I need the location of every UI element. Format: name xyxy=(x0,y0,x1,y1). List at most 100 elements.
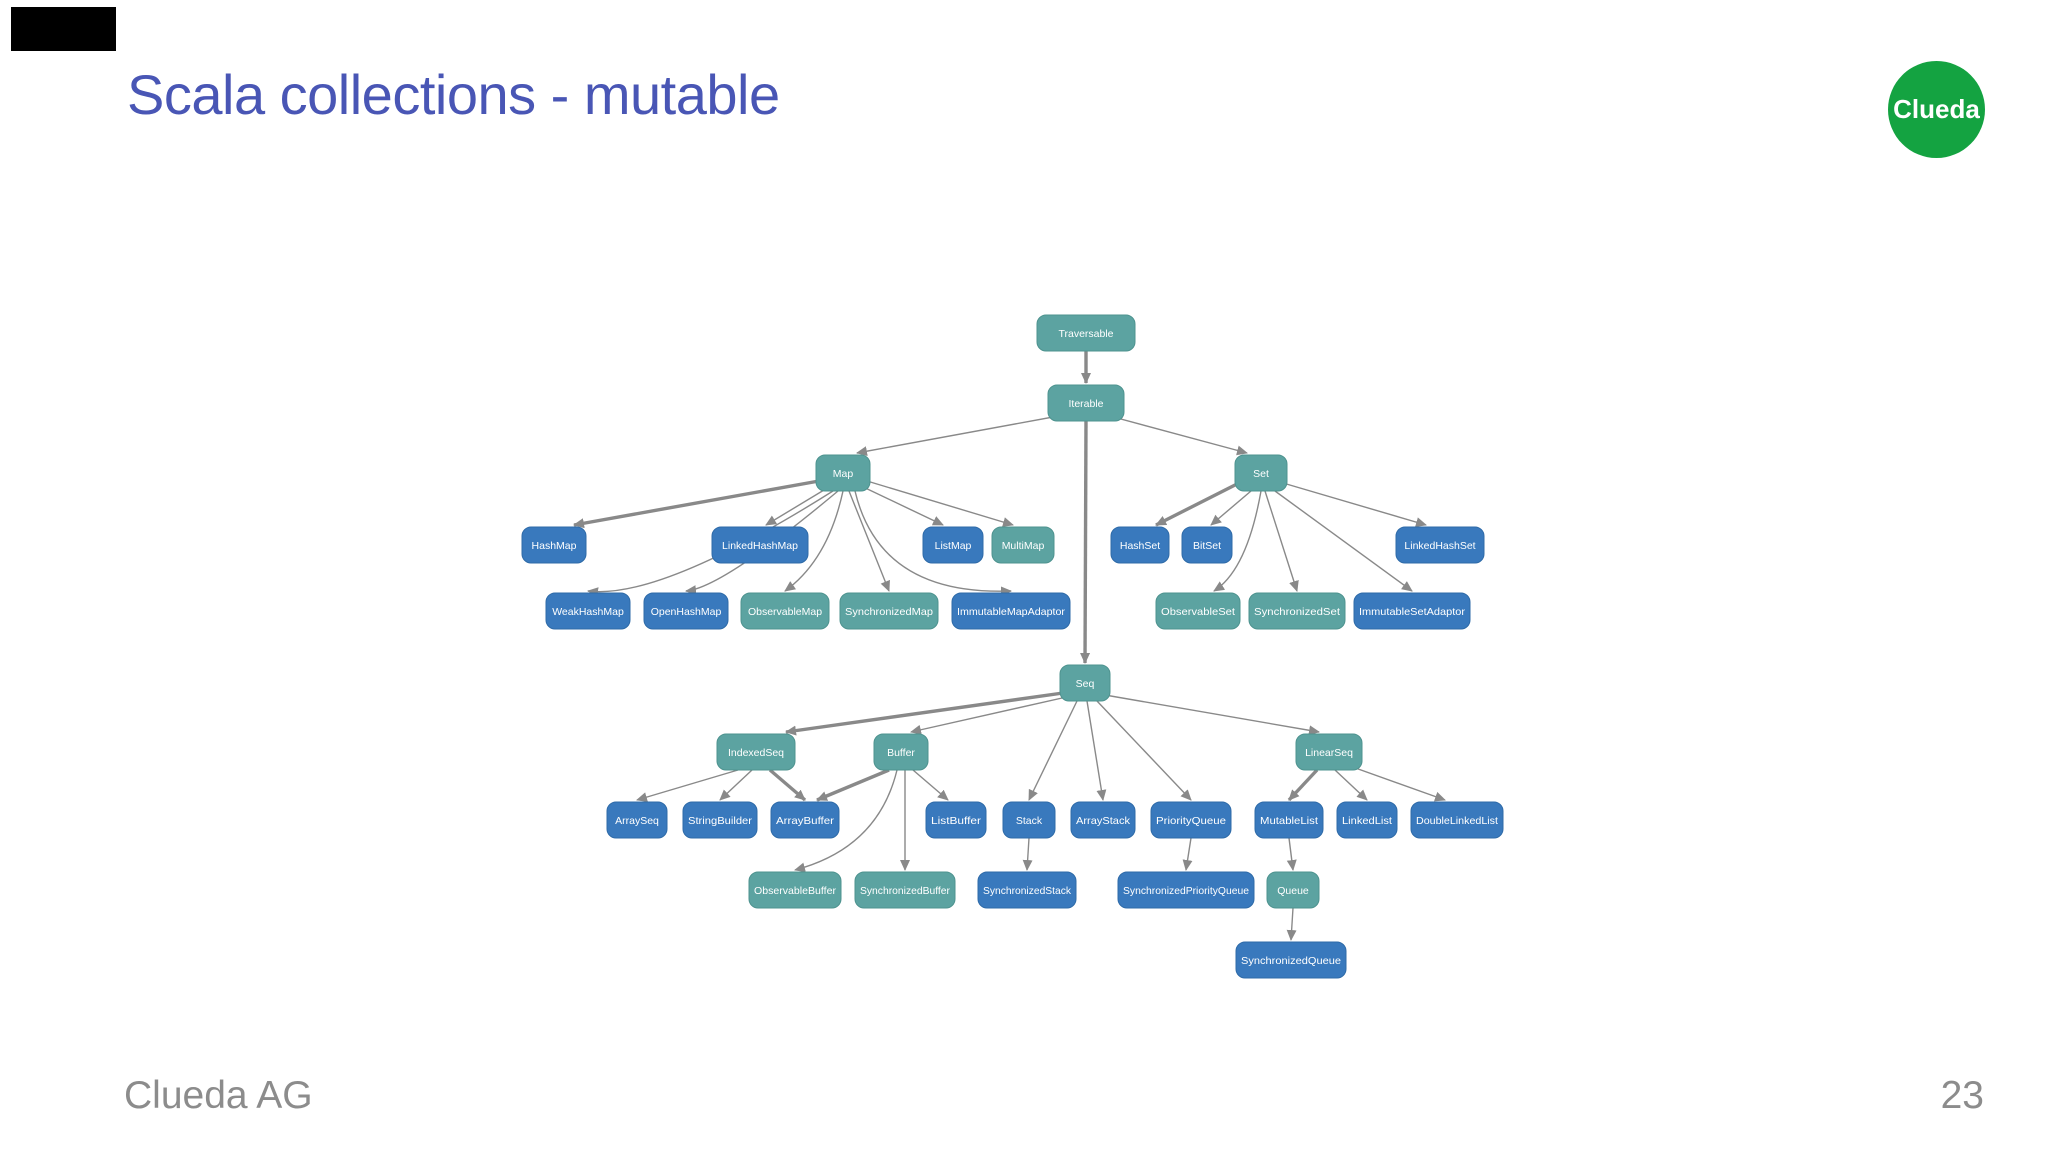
edge-set-linkedhashset xyxy=(1282,482,1427,527)
node-box xyxy=(1117,871,1255,909)
node-label: OpenHashMap xyxy=(651,606,722,618)
node-label: Buffer xyxy=(887,747,915,759)
node-arrayseq: ArraySeq xyxy=(606,801,668,839)
node-indexedseq: IndexedSeq xyxy=(716,733,796,771)
edge-buffer-listbuffer xyxy=(912,769,949,801)
node-label: ListMap xyxy=(935,540,972,552)
node-box xyxy=(873,733,929,771)
node-label: IndexedSeq xyxy=(728,747,784,759)
node-label: SynchronizedStack xyxy=(983,885,1072,897)
node-label: ObservableSet xyxy=(1161,606,1235,618)
node-box xyxy=(991,526,1055,564)
node-buffer: Buffer xyxy=(873,733,929,771)
edge-iterable-set xyxy=(1105,414,1248,456)
edge-mutablelist-queue xyxy=(1286,837,1297,871)
edge-set-immutablesetadaptor xyxy=(1274,490,1413,592)
node-label: ArrayStack xyxy=(1076,815,1131,827)
node-label: Queue xyxy=(1277,885,1309,897)
node-label: HashSet xyxy=(1120,540,1160,552)
node-queue: Queue xyxy=(1266,871,1320,909)
node-box xyxy=(711,526,809,564)
node-label: StringBuilder xyxy=(688,815,753,827)
node-box xyxy=(748,871,842,909)
node-label: Seq xyxy=(1076,678,1095,690)
node-label: LinearSeq xyxy=(1305,747,1353,759)
node-hashmap: HashMap xyxy=(521,526,587,564)
node-label: Map xyxy=(833,468,854,480)
node-mutablelist: MutableList xyxy=(1254,801,1324,839)
edge-indexedseq-arraybuffer xyxy=(768,768,807,802)
node-box xyxy=(1266,871,1320,909)
node-synchronizedset: SynchronizedSet xyxy=(1248,592,1346,630)
node-box xyxy=(1248,592,1346,630)
node-label: ObservableBuffer xyxy=(754,885,836,897)
node-label: Traversable xyxy=(1058,328,1113,340)
node-label: MultiMap xyxy=(1002,540,1045,552)
edge-seq-priorityqueue xyxy=(1096,700,1192,801)
node-multimap: MultiMap xyxy=(991,526,1055,564)
edge-set-bitset xyxy=(1210,490,1252,526)
node-label: DoubleLinkedList xyxy=(1416,815,1498,827)
node-box xyxy=(1047,384,1125,422)
node-box xyxy=(643,592,729,630)
node-box xyxy=(854,871,956,909)
node-box xyxy=(925,801,987,839)
node-box xyxy=(716,733,796,771)
node-weakhashmap: WeakHashMap xyxy=(545,592,631,630)
node-traversable: Traversable xyxy=(1036,314,1136,352)
node-stack: Stack xyxy=(1002,801,1056,839)
edge-layer xyxy=(573,351,1446,941)
edge-map-multimap xyxy=(866,480,1014,527)
edge-set-hashset xyxy=(1155,481,1240,527)
node-label: LinkedHashMap xyxy=(722,540,798,552)
node-box xyxy=(1254,801,1324,839)
node-box xyxy=(770,801,840,839)
edge-indexedseq-stringbuilder xyxy=(719,769,753,801)
node-label: Stack xyxy=(1016,815,1043,827)
node-label: ImmutableMapAdaptor xyxy=(957,606,1065,618)
node-synchronizedmap: SynchronizedMap xyxy=(839,592,939,630)
node-label: HashMap xyxy=(532,540,577,552)
node-box xyxy=(1234,454,1288,492)
edge-set-observableset xyxy=(1213,490,1262,592)
node-box xyxy=(521,526,587,564)
edge-map-listmap xyxy=(858,484,944,526)
node-box xyxy=(1070,801,1136,839)
node-box xyxy=(1110,526,1170,564)
node-box xyxy=(1181,526,1233,564)
edge-stack-synchronizedstack xyxy=(1022,837,1033,871)
node-label: LinkedList xyxy=(1342,815,1392,827)
node-label: ArraySeq xyxy=(615,815,659,827)
node-box xyxy=(1295,733,1363,771)
node-label: Iterable xyxy=(1068,398,1103,410)
node-set: Set xyxy=(1234,454,1288,492)
node-label: SynchronizedQueue xyxy=(1241,955,1341,967)
node-box xyxy=(1395,526,1485,564)
edge-iterable-seq xyxy=(1080,420,1091,664)
node-box xyxy=(740,592,830,630)
node-priorityqueue: PriorityQueue xyxy=(1150,801,1232,839)
node-label: ObservableMap xyxy=(748,606,822,618)
node-bitset: BitSet xyxy=(1181,526,1233,564)
corner-black-box xyxy=(11,7,116,51)
node-box xyxy=(839,592,939,630)
node-immutablesetadaptor: ImmutableSetAdaptor xyxy=(1353,592,1471,630)
node-label: Set xyxy=(1253,468,1269,480)
clueda-logo-text: Clueda xyxy=(1893,94,1980,124)
node-linkedhashmap: LinkedHashMap xyxy=(711,526,809,564)
edge-map-hashmap xyxy=(573,479,820,529)
node-arraystack: ArrayStack xyxy=(1070,801,1136,839)
edge-map-immutablemapadaptor xyxy=(854,490,1012,597)
edge-queue-synchronizedqueue xyxy=(1286,907,1297,941)
node-box xyxy=(1150,801,1232,839)
node-linkedlist: LinkedList xyxy=(1336,801,1398,839)
node-synchronizedpriorityqueue: SynchronizedPriorityQueue xyxy=(1117,871,1255,909)
node-label: SynchronizedBuffer xyxy=(860,885,950,897)
edge-iterable-map xyxy=(856,414,1065,457)
node-box xyxy=(1155,592,1241,630)
node-box xyxy=(815,454,871,492)
node-linearseq: LinearSeq xyxy=(1295,733,1363,771)
